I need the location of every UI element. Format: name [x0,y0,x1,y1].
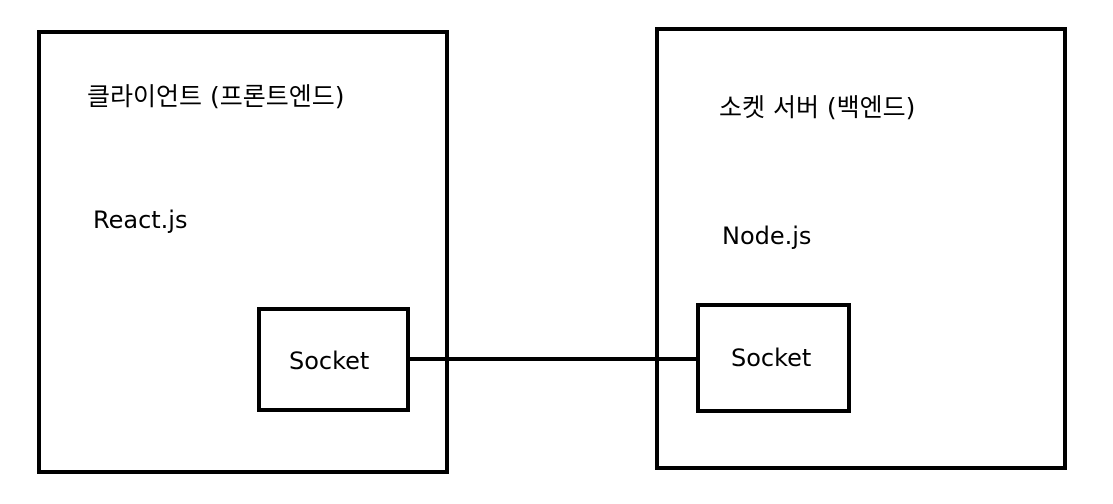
socket-connection-line [408,357,698,361]
client-title: 클라이언트 (프론트엔드) [87,82,345,111]
client-tech-label: React.js [93,206,188,234]
client-box [37,30,449,474]
client-socket-label: Socket [289,347,370,375]
server-box [655,27,1067,470]
server-tech-label: Node.js [722,222,812,250]
client-socket-box [257,307,410,412]
server-title: 소켓 서버 (백엔드) [719,93,916,122]
server-socket-label: Socket [731,344,812,372]
server-socket-box [696,303,851,413]
